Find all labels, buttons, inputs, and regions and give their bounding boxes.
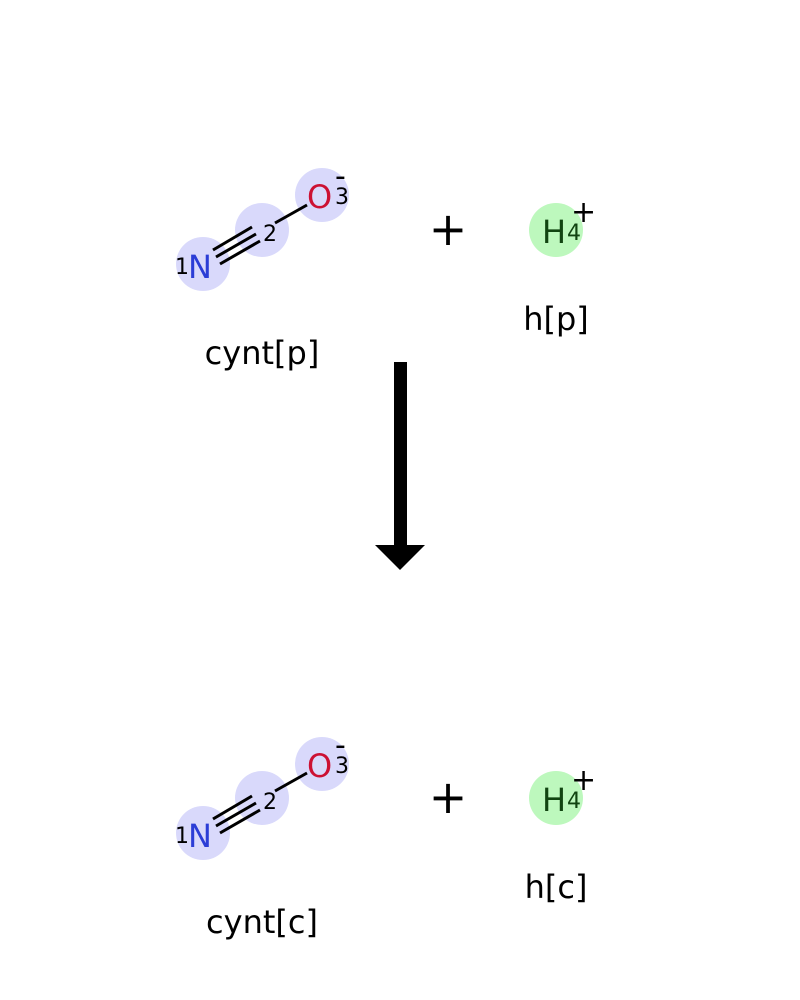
charge-plus: + (571, 763, 596, 798)
atom-symbol-h: H (542, 213, 566, 251)
atom-symbol-n: N (188, 817, 212, 855)
charge-minus: - (335, 159, 346, 194)
atom-highlight-c (235, 771, 289, 825)
atom-index-4: 4 (567, 221, 581, 246)
charge-minus: - (335, 728, 346, 763)
atom-symbol-o: O (307, 178, 332, 216)
atom-highlight-n (176, 237, 230, 291)
atom-symbol-n: N (188, 248, 212, 286)
atom-index-2: 2 (263, 790, 277, 815)
atom-highlight-n (176, 806, 230, 860)
product-cyanate: 1 N 2 O 3 - cynt[c] (175, 728, 349, 941)
triple-bond (212, 794, 261, 835)
charge-plus: + (571, 195, 596, 230)
species-label: h[p] (523, 300, 589, 338)
single-bond (274, 203, 308, 225)
atom-highlight-h (529, 203, 583, 257)
product-proton: H 4 + h[c] (525, 763, 597, 906)
atom-index-4: 4 (567, 789, 581, 814)
plus-sign: + (429, 202, 468, 256)
species-label: cynt[p] (205, 334, 320, 372)
species-label: cynt[c] (206, 903, 318, 941)
plus-sign: + (429, 770, 468, 824)
atom-highlight-o (295, 168, 349, 222)
reactant-cyanate: 1 N 2 O 3 - cynt[p] (175, 159, 349, 372)
atom-index-3: 3 (335, 185, 349, 210)
reaction-arrow-down-icon (375, 362, 425, 570)
atom-symbol-h: H (542, 781, 566, 819)
atom-highlight-c (235, 203, 289, 257)
reactant-proton: H 4 + h[p] (523, 195, 596, 338)
atom-highlight-o (295, 737, 349, 791)
atom-index-1: 1 (175, 255, 189, 280)
atom-index-3: 3 (335, 754, 349, 779)
atom-index-2: 2 (263, 222, 277, 247)
atom-index-1: 1 (175, 824, 189, 849)
triple-bond (212, 225, 261, 266)
atom-highlight-h (529, 771, 583, 825)
species-label: h[c] (525, 868, 588, 906)
atom-symbol-o: O (307, 747, 332, 785)
single-bond (274, 771, 308, 793)
